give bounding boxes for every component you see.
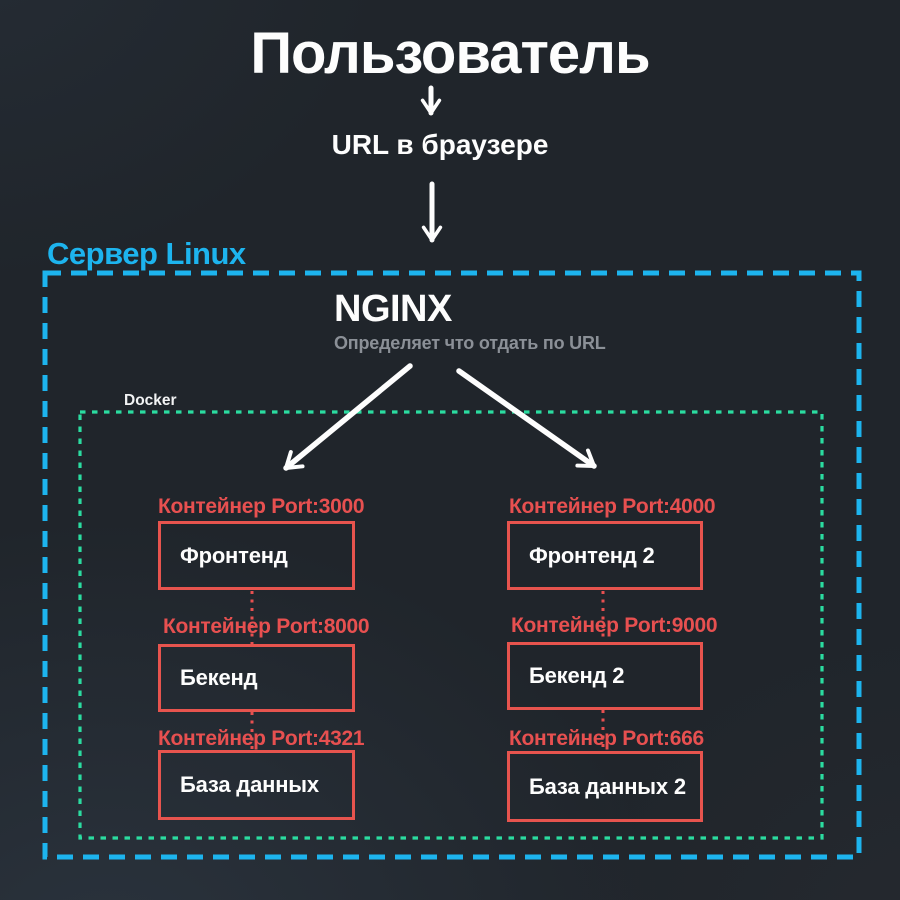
url-in-browser-label: URL в браузере bbox=[331, 129, 549, 160]
server-linux-label: Сервер Linux bbox=[47, 236, 246, 271]
port-label-666: Контейнер Port:666 bbox=[509, 727, 704, 750]
page-title: Пользователь bbox=[250, 21, 650, 86]
container-box-frontend: Фронтенд bbox=[158, 521, 355, 590]
port-label-8000: Контейнер Port:8000 bbox=[163, 615, 370, 638]
server-linux-border bbox=[42, 270, 862, 860]
docker-border bbox=[78, 410, 824, 840]
port-label-9000: Контейнер Port:9000 bbox=[511, 614, 718, 637]
container-box-database: База данных bbox=[158, 750, 355, 820]
container-box-backend: Бекенд bbox=[158, 644, 355, 712]
container-name: База данных bbox=[180, 772, 319, 797]
nginx-subtitle: Определяет что отдать по URL bbox=[334, 333, 606, 353]
arrow-nginx-to-left-stack-icon bbox=[283, 363, 413, 471]
container-name: Фронтенд 2 bbox=[529, 542, 655, 568]
arrow-nginx-to-right-stack-icon bbox=[456, 368, 597, 469]
container-box-frontend-2: Фронтенд 2 bbox=[507, 521, 703, 590]
container-name: База данных 2 bbox=[529, 773, 686, 799]
port-label-3000: Контейнер Port:3000 bbox=[158, 495, 365, 518]
container-box-backend-2: Бекенд 2 bbox=[507, 642, 703, 710]
nginx-title: NGINX bbox=[334, 288, 452, 330]
port-label-4321: Контейнер Port:4321 bbox=[158, 727, 365, 750]
container-name: Фронтенд bbox=[180, 542, 288, 568]
container-name: Бекенд 2 bbox=[529, 663, 625, 688]
container-box-database-2: База данных 2 bbox=[507, 751, 703, 822]
container-name: Бекенд bbox=[180, 665, 258, 690]
docker-label: Docker bbox=[124, 392, 177, 409]
nginx-block: NGINX Определяет что отдать по URL bbox=[334, 288, 606, 354]
port-label-4000: Контейнер Port:4000 bbox=[509, 495, 716, 518]
